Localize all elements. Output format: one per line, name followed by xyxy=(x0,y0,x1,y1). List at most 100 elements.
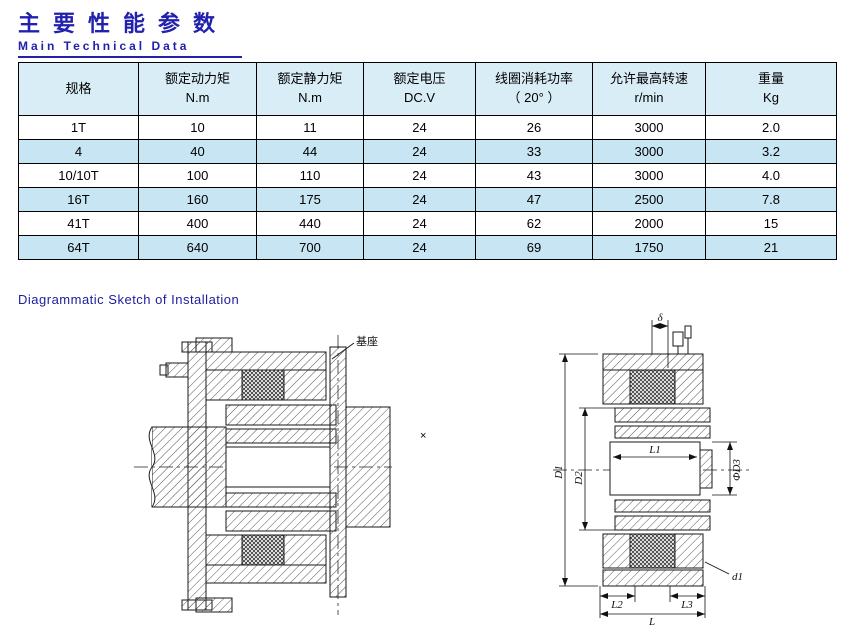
col-header-line2: N.m xyxy=(185,90,210,105)
cell: 62 xyxy=(475,211,593,236)
col-header-line2: DC.V xyxy=(403,90,436,105)
housing-rim-bottom xyxy=(205,564,327,584)
cell: 26 xyxy=(475,115,593,140)
col-header-dynamic-torque: 额定动力矩 N.m xyxy=(138,62,257,116)
table-header-row: 规格 额定动力矩 N.m 额定静力矩 N.m 额定电压 DC.V 线圈消耗功率 … xyxy=(18,62,837,116)
cell-spec: 16T xyxy=(18,187,139,212)
dim-d1: d1 xyxy=(732,571,743,583)
armature-plate-bottom xyxy=(225,492,337,508)
cell: 640 xyxy=(138,235,257,260)
cell: 3.2 xyxy=(705,139,837,164)
dim-delta: δ xyxy=(657,312,663,324)
cell: 24 xyxy=(363,187,476,212)
cell: 160 xyxy=(138,187,257,212)
housing-rim-top xyxy=(205,351,327,371)
cell: 700 xyxy=(256,235,364,260)
bolt xyxy=(165,362,189,378)
cell: 400 xyxy=(138,211,257,236)
installation-sketch-right: δ D1 D2 L1 ΦD3 d1 L2 L3 L xyxy=(553,312,750,626)
col-header-spec: 规格 xyxy=(18,62,139,116)
hub xyxy=(345,406,391,528)
hub-plate xyxy=(329,346,347,598)
col-header-weight: 重量 Kg xyxy=(705,62,837,116)
dimension-labels: δ D1 D2 L1 ΦD3 d1 L2 L3 L xyxy=(553,312,743,626)
coil-section-top xyxy=(629,369,676,405)
cell: 33 xyxy=(475,139,593,164)
shaft xyxy=(151,426,227,508)
page-title-cn: 主要性能参数 xyxy=(18,11,229,36)
stray-x-mark: × xyxy=(420,430,427,442)
col-header-line1: 规格 xyxy=(65,80,92,96)
cell: 7.8 xyxy=(705,187,837,212)
table-row: 1T 10 11 24 26 3000 2.0 xyxy=(18,115,837,140)
table-row: 10/10T 100 110 24 43 3000 4.0 xyxy=(18,163,837,188)
col-header-line1: 重量 xyxy=(757,71,784,87)
cell: 100 xyxy=(138,163,257,188)
cell: 2.0 xyxy=(705,115,837,140)
installation-sketch-title: Diagrammatic Sketch of Installation xyxy=(18,292,240,307)
base-label: 基座 xyxy=(356,334,378,348)
dim-L: L xyxy=(648,616,655,626)
technical-data-table: 规格 额定动力矩 N.m 额定静力矩 N.m 额定电压 DC.V 线圈消耗功率 … xyxy=(18,62,837,260)
table-row: 4 40 44 24 33 3000 3.2 xyxy=(18,139,837,164)
cell: 21 xyxy=(705,235,837,260)
col-header-line2: （ 20° ） xyxy=(507,90,561,105)
cell: 2500 xyxy=(592,187,706,212)
dim-D2: D2 xyxy=(573,471,585,486)
cell: 24 xyxy=(363,235,476,260)
col-header-line2: N.m xyxy=(298,90,322,105)
dim-D1: D1 xyxy=(553,465,565,479)
col-header-line1: 允许最高转速 xyxy=(609,71,688,87)
col-header-coil-power: 线圈消耗功率 （ 20° ） xyxy=(475,62,593,116)
right-sketch-body xyxy=(553,325,750,587)
left-sketch-body xyxy=(134,335,392,615)
cell-spec: 10/10T xyxy=(18,163,139,188)
cell: 110 xyxy=(256,163,364,188)
table-row: 41T 400 440 24 62 2000 15 xyxy=(18,211,837,236)
table-row: 64T 640 700 24 69 1750 21 xyxy=(18,235,837,260)
cell: 24 xyxy=(363,211,476,236)
coil-section-top xyxy=(241,369,285,401)
dim-L2: L2 xyxy=(610,599,623,611)
cell: 44 xyxy=(256,139,364,164)
cell: 3000 xyxy=(592,115,706,140)
cell: 24 xyxy=(363,163,476,188)
cell: 43 xyxy=(475,163,593,188)
cell: 175 xyxy=(256,187,364,212)
cell: 69 xyxy=(475,235,593,260)
cell: 47 xyxy=(475,187,593,212)
title-underline xyxy=(18,56,242,58)
cell: 15 xyxy=(705,211,837,236)
col-header-line2: Kg xyxy=(763,90,779,105)
col-header-line1: 额定电压 xyxy=(393,71,446,87)
cell: 10 xyxy=(138,115,257,140)
cell: 4.0 xyxy=(705,163,837,188)
dim-L1: L1 xyxy=(648,444,661,456)
cell-spec: 4 xyxy=(18,139,139,164)
col-header-static-torque: 额定静力矩 N.m xyxy=(256,62,364,116)
cell-spec: 41T xyxy=(18,211,139,236)
dim-phiD3: ΦD3 xyxy=(731,459,743,481)
col-header-line1: 线圈消耗功率 xyxy=(494,71,573,87)
terminal-block xyxy=(672,331,684,347)
cell: 3000 xyxy=(592,139,706,164)
cell: 24 xyxy=(363,139,476,164)
center-bore xyxy=(609,441,701,496)
cell: 11 xyxy=(256,115,364,140)
dim-L3: L3 xyxy=(680,599,693,611)
cell: 1750 xyxy=(592,235,706,260)
installation-sketch-left: 基座 xyxy=(134,334,392,615)
dimension-lines xyxy=(559,320,737,618)
coil-section-bottom xyxy=(241,534,285,566)
cell: 40 xyxy=(138,139,257,164)
housing-rim-top xyxy=(602,353,704,371)
col-header-voltage: 额定电压 DC.V xyxy=(363,62,476,116)
base-leader-line xyxy=(331,342,355,360)
col-header-max-speed: 允许最高转速 r/min xyxy=(592,62,706,116)
col-header-line2: r/min xyxy=(634,90,664,105)
cell-spec: 64T xyxy=(18,235,139,260)
shaft-break-line xyxy=(148,426,156,508)
table-row: 16T 160 175 24 47 2500 7.8 xyxy=(18,187,837,212)
cell-spec: 1T xyxy=(18,115,139,140)
cell: 2000 xyxy=(592,211,706,236)
